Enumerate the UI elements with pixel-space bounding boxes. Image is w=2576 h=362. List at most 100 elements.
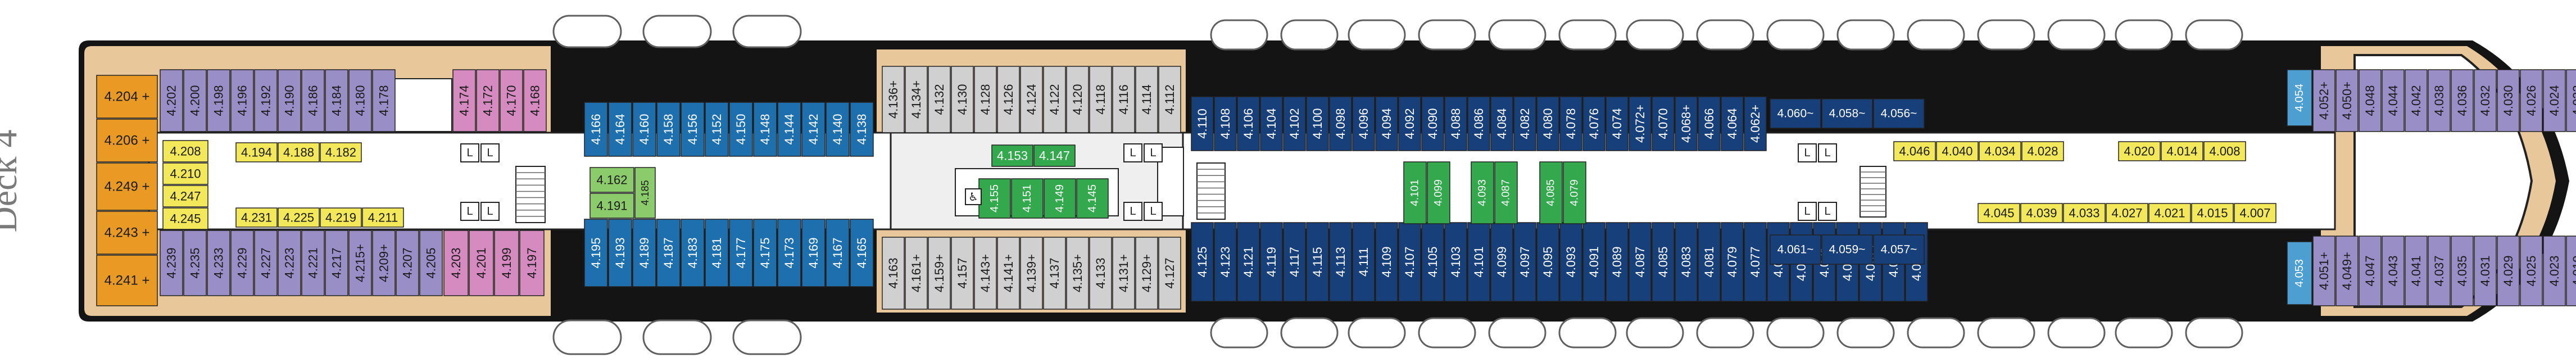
cabin-4.066[interactable]: 4.066 xyxy=(1698,96,1721,151)
cabin-box[interactable] xyxy=(882,237,905,310)
cabin-box[interactable] xyxy=(301,69,325,132)
cabin-4.076[interactable]: 4.076 xyxy=(1582,96,1606,151)
cabin-4.023[interactable]: 4.023 xyxy=(2543,236,2566,306)
cabin-4.072[interactable]: 4.072+ xyxy=(1629,96,1652,151)
cabin-4.085[interactable]: 4.085 xyxy=(1539,161,1563,224)
cabin-box[interactable] xyxy=(1112,66,1135,133)
cabin-box[interactable] xyxy=(348,230,372,296)
cabin-box[interactable] xyxy=(1490,222,1513,302)
cabin-box[interactable] xyxy=(1494,161,1518,224)
cabin-box[interactable] xyxy=(997,66,1020,133)
cabin-4.188[interactable]: 4.188 xyxy=(278,142,320,162)
cabin-4.034[interactable]: 4.034 xyxy=(1979,141,2021,161)
cabin-box[interactable] xyxy=(608,102,632,157)
cabin-4.245[interactable]: 4.245 xyxy=(162,207,208,230)
cabin-4.163[interactable]: 4.163 xyxy=(882,237,905,310)
cabin-box[interactable] xyxy=(2118,141,2161,161)
cabin-4.142[interactable]: 4.142 xyxy=(801,102,826,157)
cabin-box[interactable] xyxy=(705,102,729,157)
cabin-box[interactable] xyxy=(1559,222,1582,302)
cabin-box[interactable] xyxy=(162,207,208,230)
cabin-4.111[interactable]: 4.111 xyxy=(1352,222,1375,302)
cabin-box[interactable] xyxy=(396,230,419,296)
cabin-box[interactable] xyxy=(1652,96,1675,151)
cabin-4.045[interactable]: 4.045 xyxy=(1978,203,2020,223)
cabin-box[interactable] xyxy=(1283,96,1306,151)
cabin-box[interactable] xyxy=(96,162,158,211)
cabin-4.186[interactable]: 4.186 xyxy=(301,69,325,132)
cabin-box[interactable] xyxy=(2021,141,2064,161)
cabin-box[interactable] xyxy=(1629,96,1652,151)
cabin-4.105[interactable]: 4.105 xyxy=(1421,222,1444,302)
cabin-box[interactable] xyxy=(2312,236,2335,306)
cabin-box[interactable] xyxy=(632,219,656,287)
cabin-box[interactable] xyxy=(705,219,729,287)
cabin-box[interactable] xyxy=(235,207,278,228)
cabin-4.135[interactable]: 4.135+ xyxy=(1066,237,1089,310)
cabin-4.127[interactable]: 4.127 xyxy=(1158,237,1181,310)
cabin-4.148[interactable]: 4.148 xyxy=(753,102,777,157)
cabin-box[interactable] xyxy=(753,102,777,157)
cabin-4.051[interactable]: 4.051+ xyxy=(2312,236,2335,306)
cabin-4.099[interactable]: 4.099 xyxy=(1490,222,1513,302)
cabin-4.192[interactable]: 4.192 xyxy=(254,69,278,132)
cabin-box[interactable] xyxy=(160,69,183,132)
cabin-4.143[interactable]: 4.143+ xyxy=(974,237,997,310)
cabin-4.024[interactable]: 4.024 xyxy=(2543,69,2566,132)
cabin-box[interactable] xyxy=(1066,237,1089,310)
cabin-4.116[interactable]: 4.116 xyxy=(1112,66,1135,133)
cabin-box[interactable] xyxy=(1398,222,1421,302)
cabin-4.161[interactable]: 4.161+ xyxy=(905,237,928,310)
cabin-box[interactable] xyxy=(2428,69,2451,132)
cabin-box[interactable] xyxy=(2543,236,2566,306)
cabin-box[interactable] xyxy=(729,102,753,157)
cabin-box[interactable] xyxy=(1513,222,1536,302)
cabin-box[interactable] xyxy=(1471,161,1494,224)
cabin-4.098[interactable]: 4.098 xyxy=(1329,96,1352,151)
cabin-box[interactable] xyxy=(1675,96,1698,151)
cabin-4.125[interactable]: 4.125 xyxy=(1191,222,1214,302)
cabin-box[interactable] xyxy=(1214,222,1237,302)
cabin-4.096[interactable]: 4.096 xyxy=(1352,96,1375,151)
cabin-4.110[interactable]: 4.110 xyxy=(1191,96,1214,151)
cabin-4.032[interactable]: 4.032 xyxy=(2474,69,2497,132)
cabin-4.140[interactable]: 4.140 xyxy=(826,102,850,157)
cabin-4.200[interactable]: 4.200 xyxy=(183,69,207,132)
cabin-box[interactable] xyxy=(1043,237,1066,310)
cabin-box[interactable] xyxy=(325,230,348,296)
cabin-4.169[interactable]: 4.169 xyxy=(801,219,826,287)
cabin-4.168[interactable]: 4.168 xyxy=(523,69,547,132)
cabin-4.083[interactable]: 4.083 xyxy=(1675,222,1698,302)
cabin-4.019[interactable]: 4.019 xyxy=(2566,236,2576,306)
cabin-4.165[interactable]: 4.165 xyxy=(850,219,874,287)
cabin-4.139[interactable]: 4.139+ xyxy=(1020,237,1043,310)
cabin-box[interactable] xyxy=(1821,98,1873,129)
cabin-box[interactable] xyxy=(1158,66,1181,133)
cabin-4.021[interactable]: 4.021 xyxy=(2148,203,2191,223)
cabin-box[interactable] xyxy=(608,219,632,287)
cabin-4.090[interactable]: 4.090 xyxy=(1421,96,1444,151)
cabin-box[interactable] xyxy=(2287,69,2312,126)
cabin-box[interactable] xyxy=(2234,203,2276,223)
cabin-box[interactable] xyxy=(826,219,850,287)
cabin-4.175[interactable]: 4.175 xyxy=(753,219,777,287)
cabin-4.040[interactable]: 4.040 xyxy=(1936,141,1979,161)
cabin-box[interactable] xyxy=(254,230,278,296)
cabin-4.113[interactable]: 4.113 xyxy=(1329,222,1352,302)
cabin-4.095[interactable]: 4.095 xyxy=(1536,222,1559,302)
cabin-box[interactable] xyxy=(978,178,1011,219)
cabin-box[interactable] xyxy=(928,237,951,310)
cabin-4.157[interactable]: 4.157 xyxy=(951,237,974,310)
cabin-box[interactable] xyxy=(1721,96,1744,151)
cabin-box[interactable] xyxy=(2335,236,2359,306)
cabin-4.103[interactable]: 4.103 xyxy=(1444,222,1467,302)
cabin-box[interactable] xyxy=(2161,141,2203,161)
cabin-box[interactable] xyxy=(1135,237,1158,310)
cabin-4.170[interactable]: 4.170 xyxy=(500,69,523,132)
cabin-4.231[interactable]: 4.231 xyxy=(235,207,278,228)
cabin-4.093[interactable]: 4.093 xyxy=(1471,161,1494,224)
cabin-4.079[interactable]: 4.079 xyxy=(1721,222,1744,302)
cabin-box[interactable] xyxy=(1260,222,1283,302)
cabin-box[interactable] xyxy=(2312,69,2335,132)
cabin-box[interactable] xyxy=(96,75,158,119)
